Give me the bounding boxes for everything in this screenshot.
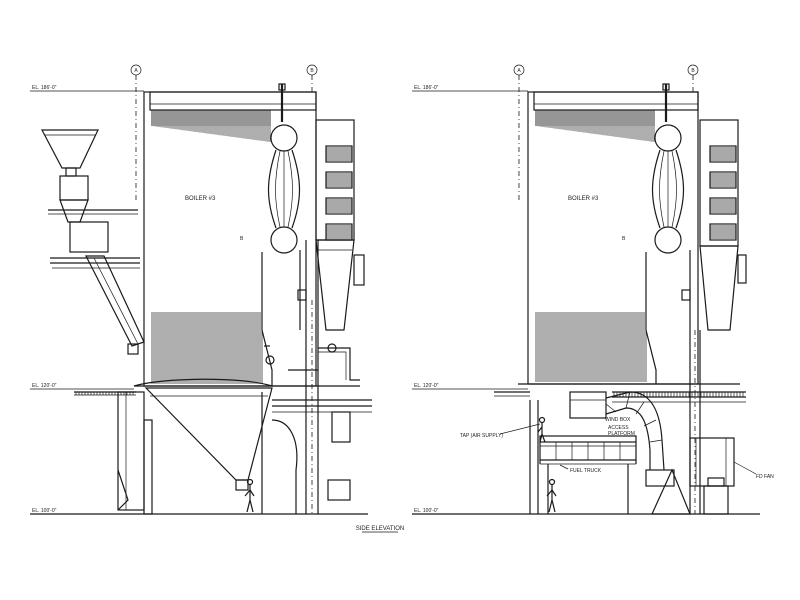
person-figure-left	[244, 478, 255, 513]
svg-text:B: B	[622, 236, 626, 242]
level-label-ground: EL. 100'-0"	[32, 508, 57, 514]
economizer-coils-right	[709, 145, 737, 241]
fd-fan-label: FD FAN	[756, 474, 774, 480]
ash-hopper-rear	[315, 239, 355, 331]
steam-drum	[270, 124, 298, 152]
upper-tube-bank-right	[535, 110, 655, 142]
mud-drum	[270, 226, 298, 254]
fd-fan	[689, 437, 735, 487]
generating-bank-right	[291, 149, 301, 229]
grid-mark-a-right: A	[517, 68, 521, 74]
air-duct	[271, 419, 298, 471]
level-label-mid: EL. 120'-0"	[32, 383, 57, 389]
upper-tube-bank	[151, 110, 271, 142]
drawing-caption: SIDE ELEVATION	[356, 526, 404, 532]
callout-tap-air-supply: TAP (AIR SUPPLY)	[460, 433, 503, 439]
lower-water-wall-right	[535, 312, 647, 382]
convection-pass-right	[699, 119, 739, 247]
grid-mark-b: B	[310, 68, 314, 74]
grid-mark-b-right: B	[691, 68, 695, 74]
air-duct-right	[605, 391, 665, 471]
generating-bank-left	[267, 149, 277, 229]
callout-access-platform-1: ACCESS	[608, 425, 629, 431]
wind-box	[569, 391, 607, 419]
flue-outlet	[353, 254, 365, 286]
furnace-bottom-arc	[133, 378, 273, 387]
person-figure-right-lower	[546, 478, 557, 513]
feeder-box	[59, 175, 89, 201]
fd-fan-housing	[651, 468, 691, 515]
svg-text:B: B	[240, 236, 244, 242]
level-label-top: EL. 186'-0"	[32, 85, 57, 91]
ash-hopper	[144, 387, 273, 481]
feed-piping	[318, 347, 360, 381]
level-label-mid-right: EL. 120'-0"	[414, 383, 439, 389]
roof-header	[149, 91, 317, 111]
coal-chute	[85, 255, 145, 347]
callout-fuel-truck: FUEL TRUCK	[570, 468, 602, 474]
level-label-ground-right: EL. 100'-0"	[414, 508, 439, 514]
boiler-label-right: BOILER #3	[568, 196, 599, 202]
lower-water-wall	[151, 312, 263, 384]
level-label-top-right: EL. 186'-0"	[414, 85, 439, 91]
steam-drum-right	[654, 124, 682, 152]
mud-drum-right	[654, 226, 682, 254]
boiler-label: BOILER #3	[185, 196, 216, 202]
callout-wind-box: WIND BOX	[605, 417, 631, 423]
left-elevation-view: A B EL. 186'-0" EL. 120'-0" EL. 100'-0"	[30, 64, 372, 515]
person-figure-right-upper	[537, 416, 546, 443]
callout-access-platform-2: PLATFORM	[608, 431, 635, 437]
grid-mark-a: A	[134, 68, 138, 74]
pulverizer-box	[69, 221, 109, 253]
coal-hopper	[41, 129, 99, 169]
economizer-coils	[325, 145, 353, 241]
support-column-left	[117, 391, 145, 511]
right-elevation-view: A B EL. 186'-0" EL. 120'-0" EL. 100'-0" …	[412, 64, 774, 515]
